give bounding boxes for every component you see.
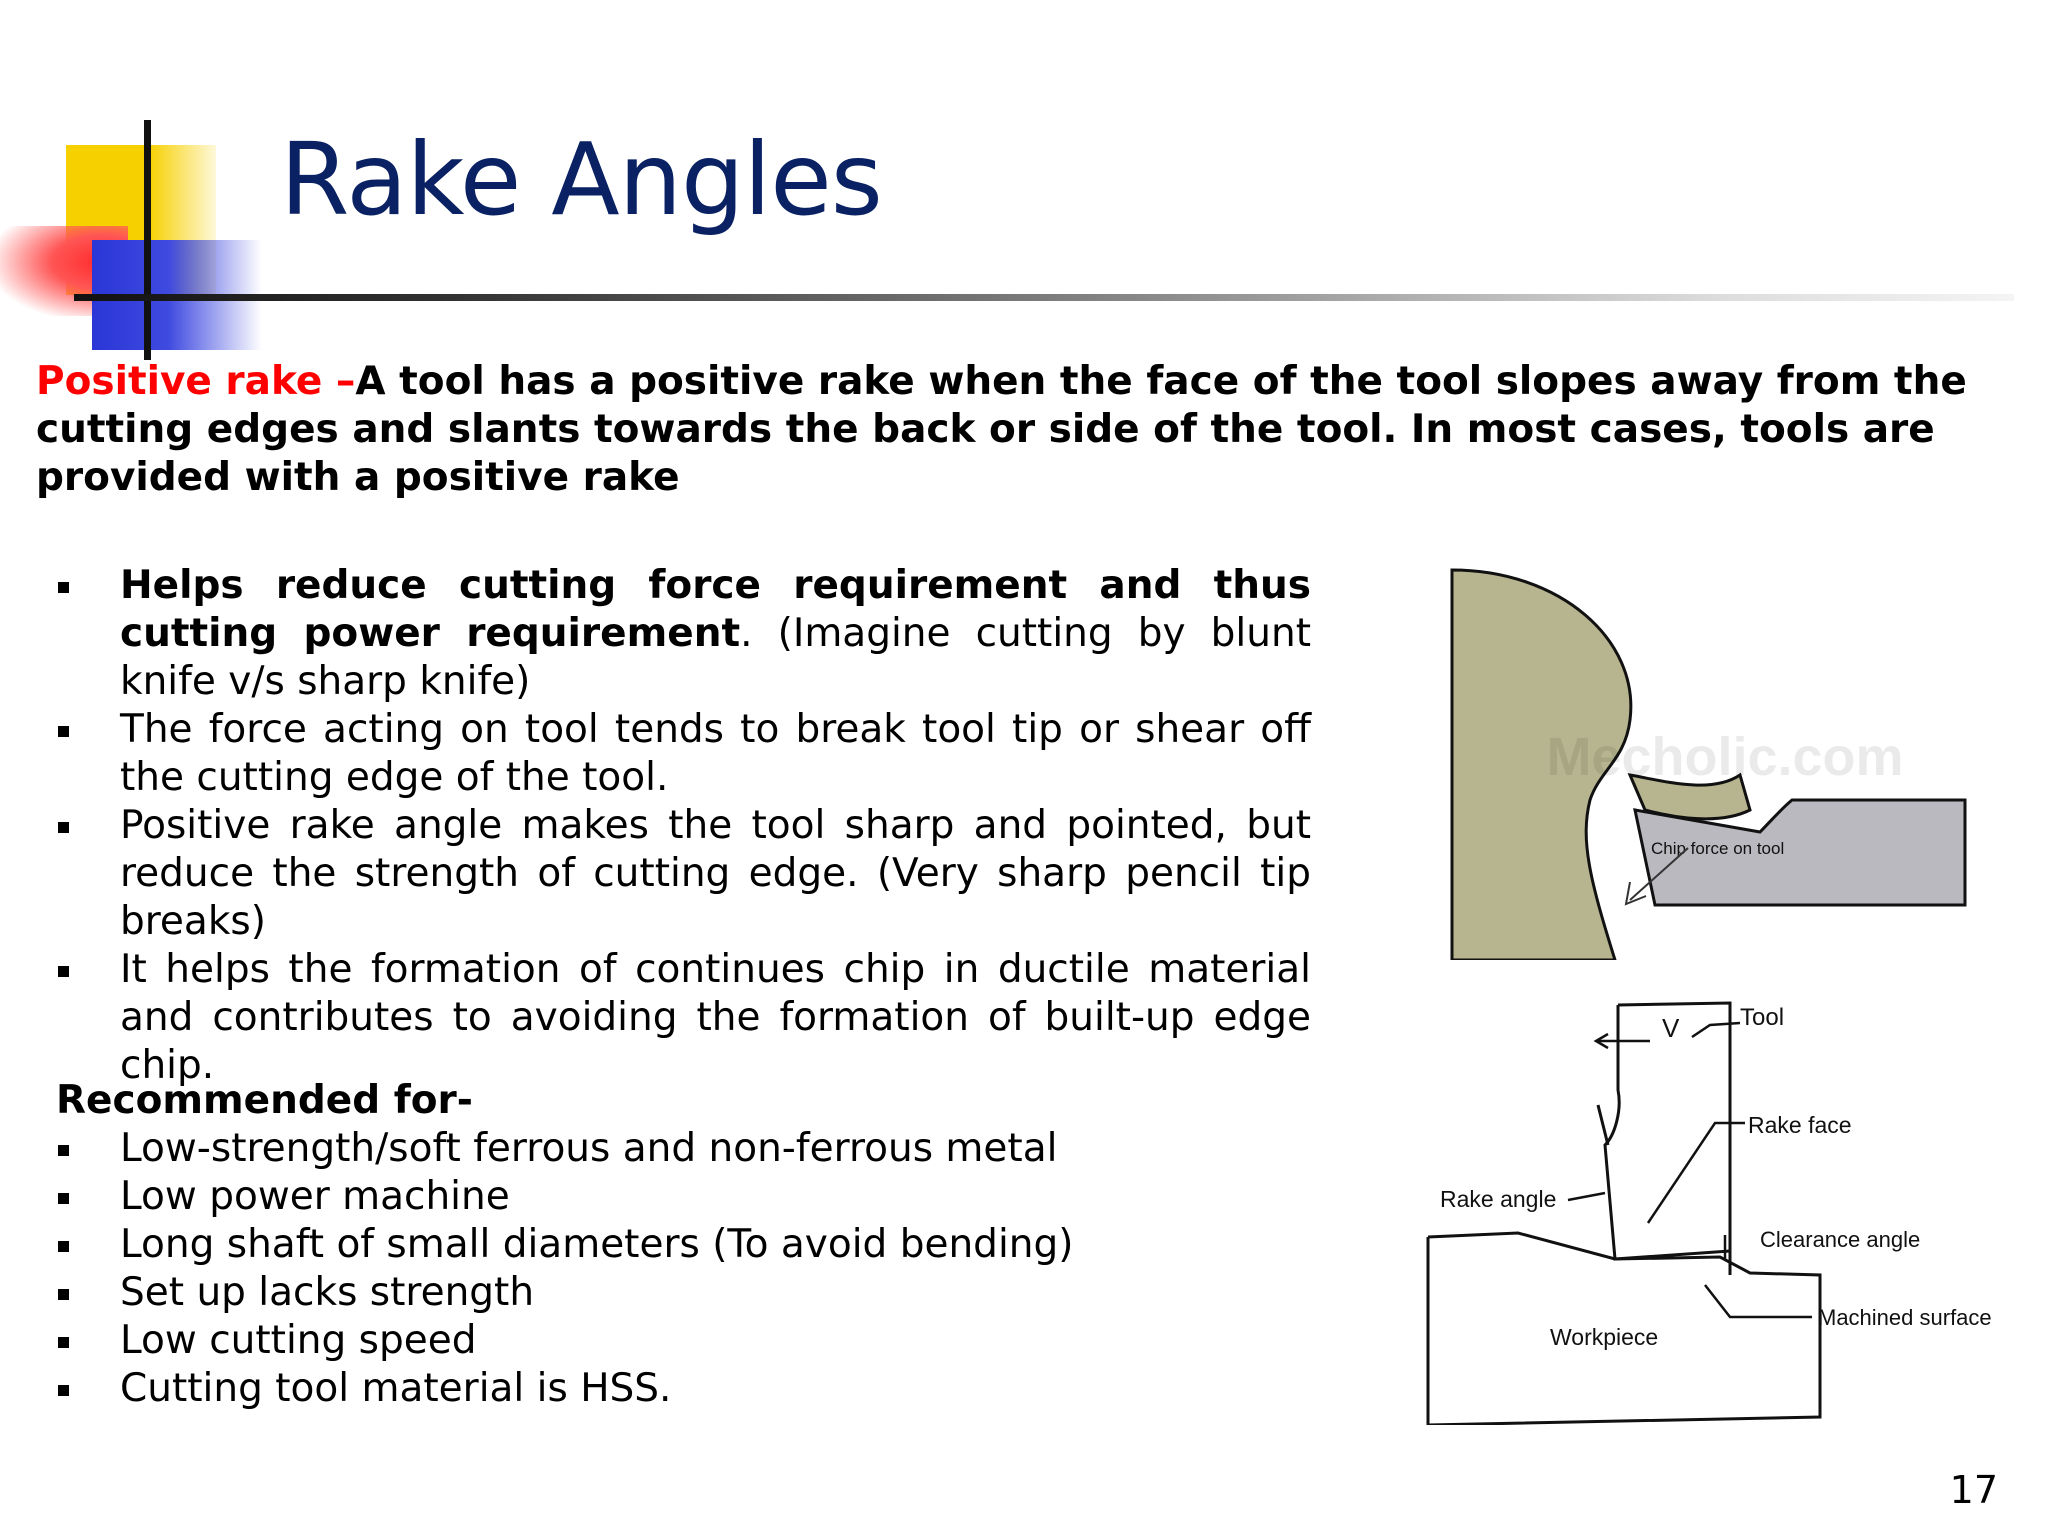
list-item: It helps the formation of continues chip… [56,946,1311,1090]
workpiece-label: Workpiece [1550,1324,1658,1350]
bullet-square-icon [58,822,69,833]
tool-body-outline [1617,1001,1732,1275]
bullet-text: Positive rake angle makes the tool sharp… [120,803,1311,944]
recommended-text: Cutting tool material is HSS. [120,1366,672,1411]
rake-angle-label: Rake angle [1440,1186,1556,1212]
positive-rake-diagram: Mecholic.com Chip force on tool [1450,568,1967,960]
bullet-list: Helps reduce cutting force requirement a… [56,562,1311,1090]
bullet-square-icon [58,1289,69,1300]
velocity-label: V [1662,1013,1680,1043]
recommended-text: Low-strength/soft ferrous and non-ferrou… [120,1126,1058,1171]
chip-force-label: Chip force on tool [1651,839,1784,858]
watermark: Mecholic.com [1546,727,1903,787]
tool-shape [1633,798,1967,907]
list-item: Helps reduce cutting force requirement a… [56,562,1311,706]
bullet-bold-text: Helps reduce cutting force requirement a… [120,563,1311,656]
bullet-text: It helps the formation of continues chip… [120,947,1311,1088]
bullet-square-icon [58,1241,69,1252]
recommended-text: Low power machine [120,1174,510,1219]
bullet-square-icon [58,1145,69,1156]
list-item: Low-strength/soft ferrous and non-ferrou… [56,1125,1073,1173]
intro-text: A tool has a positive rake when the face… [36,359,1967,500]
rake-face-line [1596,1104,1610,1146]
recommended-text: Low cutting speed [120,1318,477,1363]
list-item: The force acting on tool tends to break … [56,706,1311,802]
clearance-angle-label: Clearance angle [1760,1227,1920,1252]
workpiece-outline [1426,1231,1822,1425]
machined-surface-label: Machined surface [1818,1305,1992,1330]
velocity-arrowhead-icon [1593,1032,1609,1050]
bullet-text: . (Imagine cutting by blunt knife v/s sh… [120,611,1311,704]
intro-paragraph: Positive rake –A tool has a positive rak… [36,358,1996,502]
recommended-text: Set up lacks strength [120,1270,535,1315]
recommended-heading: Recommended for- [56,1078,473,1123]
list-item: Low cutting speed [56,1317,1073,1365]
intro-dash: – [322,359,356,404]
rake-face-label: Rake face [1748,1112,1852,1138]
bullet-square-icon [58,1193,69,1204]
list-item: Positive rake angle makes the tool sharp… [56,802,1311,946]
bullet-square-icon [58,582,69,593]
bullet-square-icon [58,726,69,737]
list-item: Long shaft of small diameters (To avoid … [56,1221,1073,1269]
tool-label: Tool [1740,1004,1784,1031]
workpiece-shape [1450,568,1633,960]
tool-face-outline [1603,1005,1731,1261]
rake-face-leader [1646,1121,1745,1224]
title-underline [74,294,2014,301]
list-item: Set up lacks strength [56,1269,1073,1317]
intro-term: Positive rake [36,359,323,404]
list-item: Low power machine [56,1173,1073,1221]
recommended-list: Low-strength/soft ferrous and non-ferrou… [56,1125,1073,1413]
chip-force-arrowhead-icon [1624,881,1647,906]
page-number: 17 [1949,1468,1998,1512]
chip-force-arrow [1629,847,1689,901]
bullet-text: The force acting on tool tends to break … [120,707,1311,800]
decor-vertical-line [144,120,151,360]
recommended-text: Long shaft of small diameters (To avoid … [120,1222,1074,1267]
page-title: Rake Angles [280,121,883,238]
list-item: Cutting tool material is HSS. [56,1365,1073,1413]
tool-geometry-diagram: V Tool Rake face Rake angle Clearance an… [1426,1001,1992,1425]
machined-surface-leader [1704,1284,1812,1319]
bullet-square-icon [58,966,69,977]
rake-angle-leader [1567,1191,1606,1202]
tool-leader [1691,1021,1741,1039]
bullet-square-icon [58,1337,69,1348]
bullet-square-icon [58,1385,69,1396]
